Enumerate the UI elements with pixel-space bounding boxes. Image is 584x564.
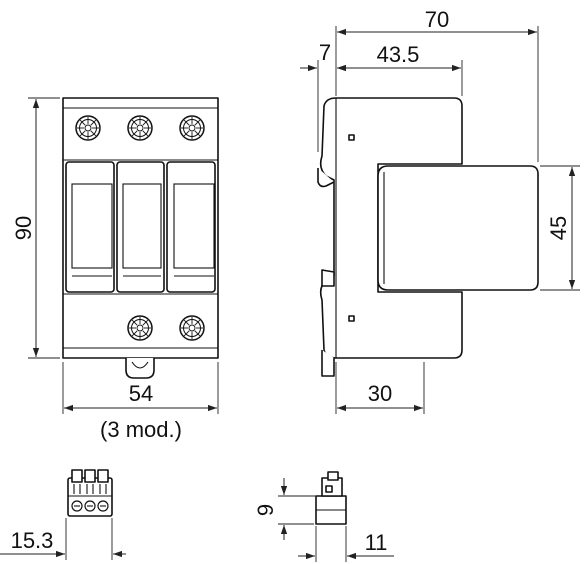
dim-label-15-3: 15.3 [11, 528, 54, 553]
marker-square [348, 315, 355, 322]
module-right [166, 161, 216, 293]
dim-plug-height: 9 [253, 478, 316, 540]
marker-square [348, 134, 355, 141]
dim-side-cover-height: 45 [540, 165, 580, 291]
terminal-screw-icon [75, 115, 101, 141]
dim-label-45: 45 [546, 216, 571, 240]
dim-plug-width: 15.3 [0, 518, 126, 560]
plug-side-view [315, 471, 347, 525]
dim-label-54: 54 [129, 381, 153, 406]
dim-front-width: 54 (3 mod.) [62, 362, 219, 442]
modules-note: (3 mod.) [100, 417, 182, 442]
dim-label-30: 30 [368, 381, 392, 406]
dim-plug-depth: 11 [298, 526, 394, 562]
dim-side-rail: 43.5 [337, 42, 463, 96]
dim-label-70: 70 [425, 7, 449, 32]
side-front-cover [377, 165, 539, 291]
terminal-screw-icon [179, 115, 205, 141]
dim-label-7: 7 [319, 40, 331, 65]
din-hook-top [317, 168, 335, 188]
plug-front-view [67, 469, 113, 517]
terminal-screw-icon [179, 315, 205, 341]
dim-label-90: 90 [11, 216, 36, 240]
dim-label-11: 11 [365, 530, 388, 555]
dim-side-total: 70 [335, 7, 539, 162]
module-left [65, 161, 115, 293]
dim-label-9: 9 [253, 504, 278, 516]
terminal-screw-icon [127, 315, 153, 341]
terminal-screw-icon [127, 115, 153, 141]
dim-side-base: 30 [335, 362, 425, 414]
dim-front-height: 90 [11, 97, 60, 359]
din-clip-side [321, 350, 335, 377]
side-view [317, 97, 539, 377]
din-hook-bottom [321, 269, 335, 287]
front-view [62, 97, 219, 379]
dim-label-43-5: 43.5 [377, 42, 420, 67]
module-middle [116, 161, 165, 293]
